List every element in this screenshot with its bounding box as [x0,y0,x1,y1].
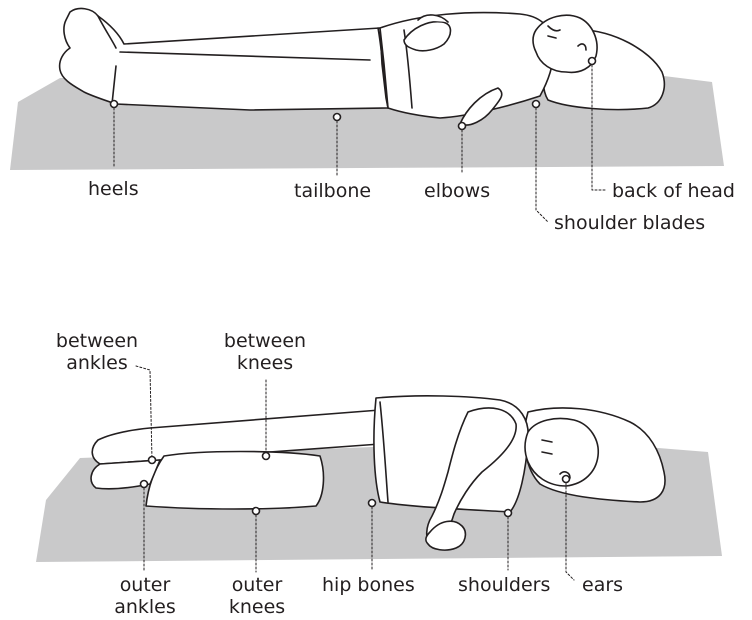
label-outer-ankles: outer ankles [100,574,190,618]
label-shoulder-blades: shoulder blades [554,212,705,234]
label-heels: heels [88,178,139,200]
label-outer-knees: outer knees [212,574,302,618]
dot-back-of-head [589,58,596,65]
label-shoulders: shoulders [458,574,550,596]
label-tailbone: tailbone [294,180,371,202]
head-top [533,15,597,72]
dot-hip-bones [369,500,376,507]
label-between-ankles: between ankles [52,330,142,374]
dot-tailbone [334,114,341,121]
dot-shoulders [505,510,512,517]
label-elbows: elbows [424,180,490,202]
dot-shoulder-blades [533,101,540,108]
label-hip-bones: hip bones [322,574,415,596]
knee-cushion [146,452,323,510]
dot-outer-knees [253,508,260,515]
dot-ears [563,476,570,483]
label-back-of-head: back of head [612,180,735,202]
label-ears: ears [582,574,623,596]
dot-heels [111,101,118,108]
dot-between-ankles [149,457,156,464]
dot-outer-ankles [141,481,148,488]
front-leg [91,460,160,489]
dot-elbows [459,123,466,130]
label-between-knees: between knees [220,330,310,374]
dot-between-knees [263,453,270,460]
